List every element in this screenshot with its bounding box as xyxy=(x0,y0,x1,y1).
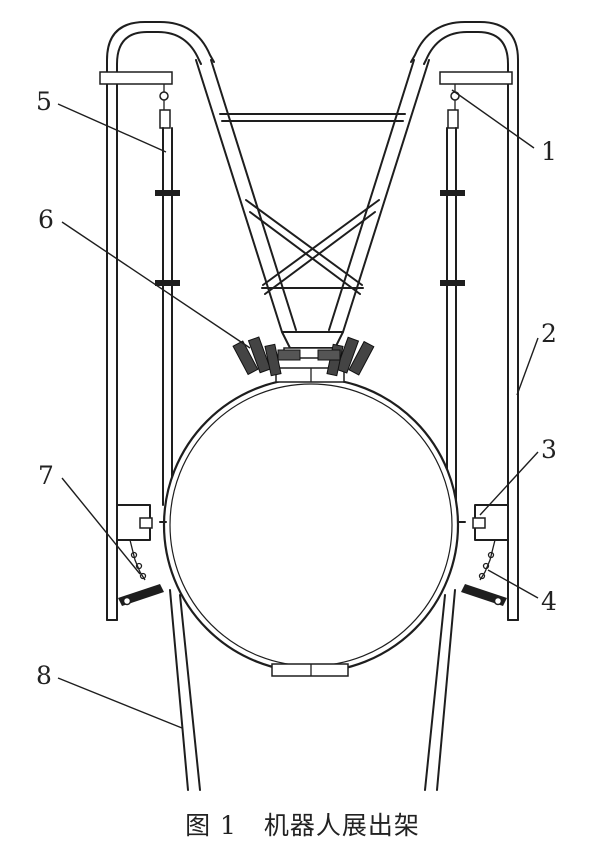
callout-8: 8 xyxy=(36,661,52,690)
callout-6: 6 xyxy=(38,205,54,234)
side-brackets xyxy=(116,504,509,541)
callout-labels: 1 2 3 4 5 6 7 8 xyxy=(36,87,557,690)
gripper-clusters xyxy=(232,336,375,377)
callout-5: 5 xyxy=(36,87,52,116)
lower-clamps xyxy=(118,539,507,606)
outer-frame xyxy=(99,21,519,621)
v-support-truss xyxy=(195,59,430,359)
caption-figure-number: 图 1 xyxy=(185,811,237,840)
callout-3: 3 xyxy=(541,435,557,464)
figure-caption: 图 1 机器人展出架 xyxy=(0,806,605,846)
support-legs xyxy=(169,589,456,791)
suspension-rods xyxy=(155,84,465,506)
callout-leaders xyxy=(57,89,539,729)
robot-sphere xyxy=(162,367,460,677)
caption-title: 机器人展出架 xyxy=(263,811,420,840)
callout-4: 4 xyxy=(541,587,557,616)
callout-2: 2 xyxy=(541,319,557,348)
callout-1: 1 xyxy=(541,137,557,166)
callout-7: 7 xyxy=(38,461,54,490)
